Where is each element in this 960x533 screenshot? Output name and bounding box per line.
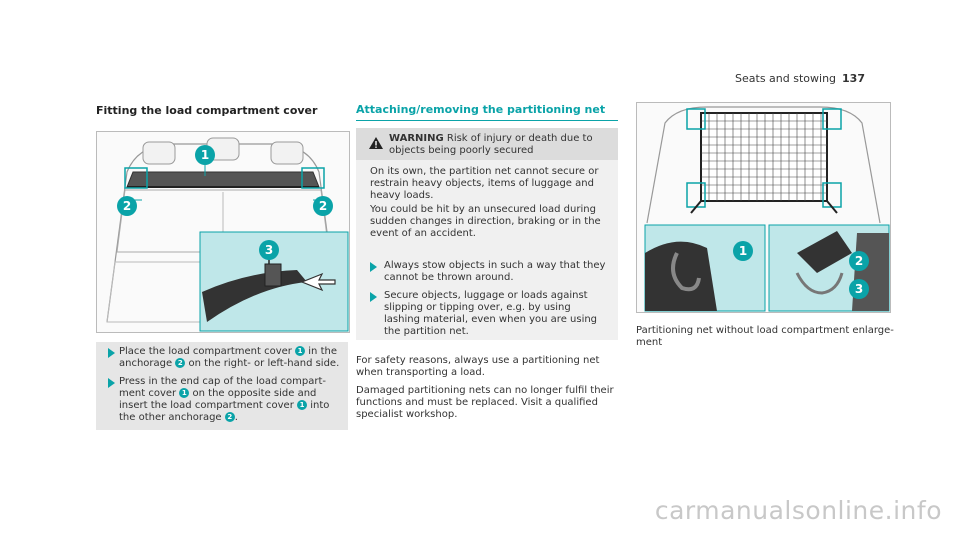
figure-caption: Partitioning net without load compartmen… [636, 325, 894, 348]
svg-text:2: 2 [855, 254, 863, 268]
damage-paragraph: Damaged partitioning nets can no longer … [356, 385, 614, 420]
warning-body: On its own, the partition net cannot sec… [370, 166, 615, 240]
callout-badge: 1 [295, 346, 306, 356]
watermark: carmanualsonline.info [654, 496, 942, 525]
svg-text:3: 3 [855, 282, 863, 296]
callout-2-right-icon: 2 [313, 196, 333, 216]
load-cover-illustration: 1 2 2 3 [97, 132, 349, 332]
callout-3-icon: 3 [259, 240, 279, 260]
warning-header: WARNING Risk of injury or death due to o… [356, 128, 618, 160]
instruction-steps: Place the load compartment cover 1 in th… [96, 342, 348, 430]
svg-text:2: 2 [319, 199, 327, 213]
callout-2-left-icon: 2 [117, 196, 137, 216]
warning-paragraph-1: On its own, the partition net cannot sec… [370, 166, 599, 201]
warning-step-1-text: Always stow objects in such a way that t… [384, 260, 606, 283]
heading-rule [356, 120, 618, 121]
warning-step-2-text: Secure objects, luggage or loads against… [384, 290, 598, 337]
left-heading: Fitting the load compartment cover [96, 104, 318, 117]
callout-badge: 2 [224, 412, 235, 422]
callout-1-icon: 1 [733, 241, 753, 261]
svg-text:1: 1 [201, 148, 209, 162]
warning-box: WARNING Risk of injury or death due to o… [356, 128, 618, 340]
svg-text:3: 3 [265, 243, 273, 257]
callout-2-icon: 2 [849, 251, 869, 271]
load-cover-figure: 1 2 2 3 [96, 131, 350, 333]
arrow-bullet-icon [370, 292, 377, 302]
callout-badge: 1 [297, 400, 308, 410]
svg-text:1: 1 [739, 244, 747, 258]
warning-label: WARNING [389, 133, 444, 144]
arrow-bullet-icon [108, 378, 115, 388]
callout-3-icon: 3 [849, 279, 869, 299]
partition-net-illustration: 1 2 3 [637, 103, 890, 312]
middle-heading: Attaching/removing the partitioning net [356, 103, 606, 116]
partition-net-figure: 1 2 3 [636, 102, 891, 313]
running-header: Seats and stowing 137 [735, 72, 865, 85]
warning-title: WARNING Risk of injury or death due to o… [389, 133, 593, 156]
page-number: 137 [842, 72, 865, 85]
arrow-bullet-icon [108, 348, 115, 358]
callout-1-icon: 1 [195, 145, 215, 165]
warning-triangle-icon [369, 137, 383, 149]
step-1-text: Place the load compartment cover 1 in th… [119, 346, 340, 369]
warning-paragraph-2: You could be hit by an unsecured load du… [370, 204, 601, 239]
svg-text:2: 2 [123, 199, 131, 213]
step-2-text: Press in the end cap of the load compart… [119, 376, 330, 423]
arrow-bullet-icon [370, 262, 377, 272]
callout-badge: 1 [179, 388, 190, 398]
callout-badge: 2 [175, 358, 186, 368]
safety-paragraph: For safety reasons, always use a partiti… [356, 355, 600, 378]
section-title: Seats and stowing [735, 72, 837, 85]
